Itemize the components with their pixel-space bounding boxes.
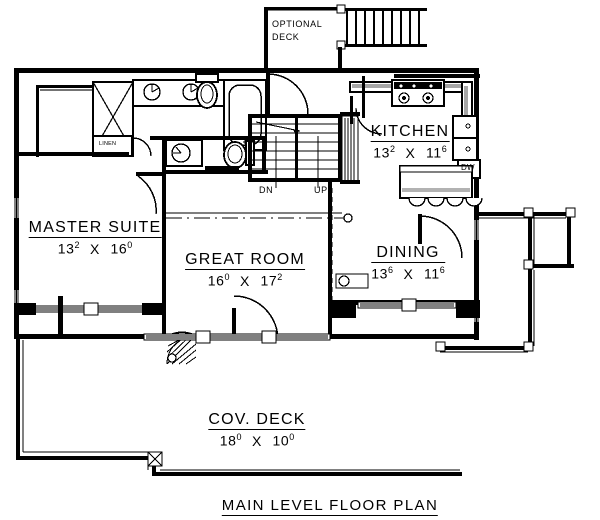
refrigerator xyxy=(452,115,478,161)
staircase xyxy=(248,114,342,188)
cooktop xyxy=(391,79,445,107)
room-label-master-suite: MASTER SUITE 132 X 160 xyxy=(28,219,162,257)
master-door-swing xyxy=(136,172,164,215)
dining-deck-door-swing xyxy=(418,214,463,259)
dishwasher-label: DW xyxy=(461,163,475,172)
room-label-kitchen: KITCHEN 132 X 116 xyxy=(370,123,450,161)
entry-door-swing xyxy=(266,73,309,115)
page-title: MAIN LEVEL FLOOR PLAN xyxy=(221,497,439,516)
optional-deck-outline xyxy=(264,7,427,69)
room-dim-kitchen: 132 X 116 xyxy=(373,144,447,161)
kitchen-area xyxy=(349,74,483,207)
covered-deck-outline xyxy=(16,338,462,476)
deck-posts xyxy=(336,4,346,69)
side-deck xyxy=(435,207,576,353)
sink-icon-left xyxy=(143,83,161,101)
window-left-upper xyxy=(14,198,19,218)
bottom-wall-openings xyxy=(143,330,331,344)
dining-dashed-line xyxy=(331,188,372,300)
room-dim-great-room: 160 X 172 xyxy=(207,272,283,289)
dining-walls xyxy=(332,298,480,318)
optional-deck-label: OPTIONAL DECK xyxy=(272,19,323,42)
powder-sink xyxy=(165,139,203,167)
room-label-dining: DINING 136 X 116 xyxy=(371,244,445,282)
stair-up-label: UP xyxy=(314,185,328,195)
linen-closet-door-swing xyxy=(131,136,152,157)
room-dim-master-suite: 132 X 160 xyxy=(57,240,133,257)
room-label-great-room: GREAT ROOM 160 X 172 xyxy=(185,251,305,289)
house-corner-jog xyxy=(14,296,63,339)
deck-railing-balusters xyxy=(346,11,420,44)
great-room-deck-door xyxy=(232,295,279,341)
room-dim-dining: 136 X 116 xyxy=(371,265,445,282)
room-label-cov-deck: COV. DECK 180 X 100 xyxy=(208,411,306,449)
stair-down-label: DN xyxy=(259,185,274,195)
window-right-dining xyxy=(474,220,479,240)
kitchen-door-swing xyxy=(355,107,383,135)
master-bottom-openings xyxy=(14,302,165,316)
bar-stools xyxy=(408,197,483,207)
linen-closet-label: LINEN xyxy=(99,141,117,147)
toilet-master xyxy=(195,73,219,109)
room-dim-cov-deck: 180 X 100 xyxy=(219,432,295,449)
interior-walls-bath xyxy=(19,136,265,156)
great-room-beam-line xyxy=(166,213,353,223)
great-room-walls xyxy=(162,136,342,336)
